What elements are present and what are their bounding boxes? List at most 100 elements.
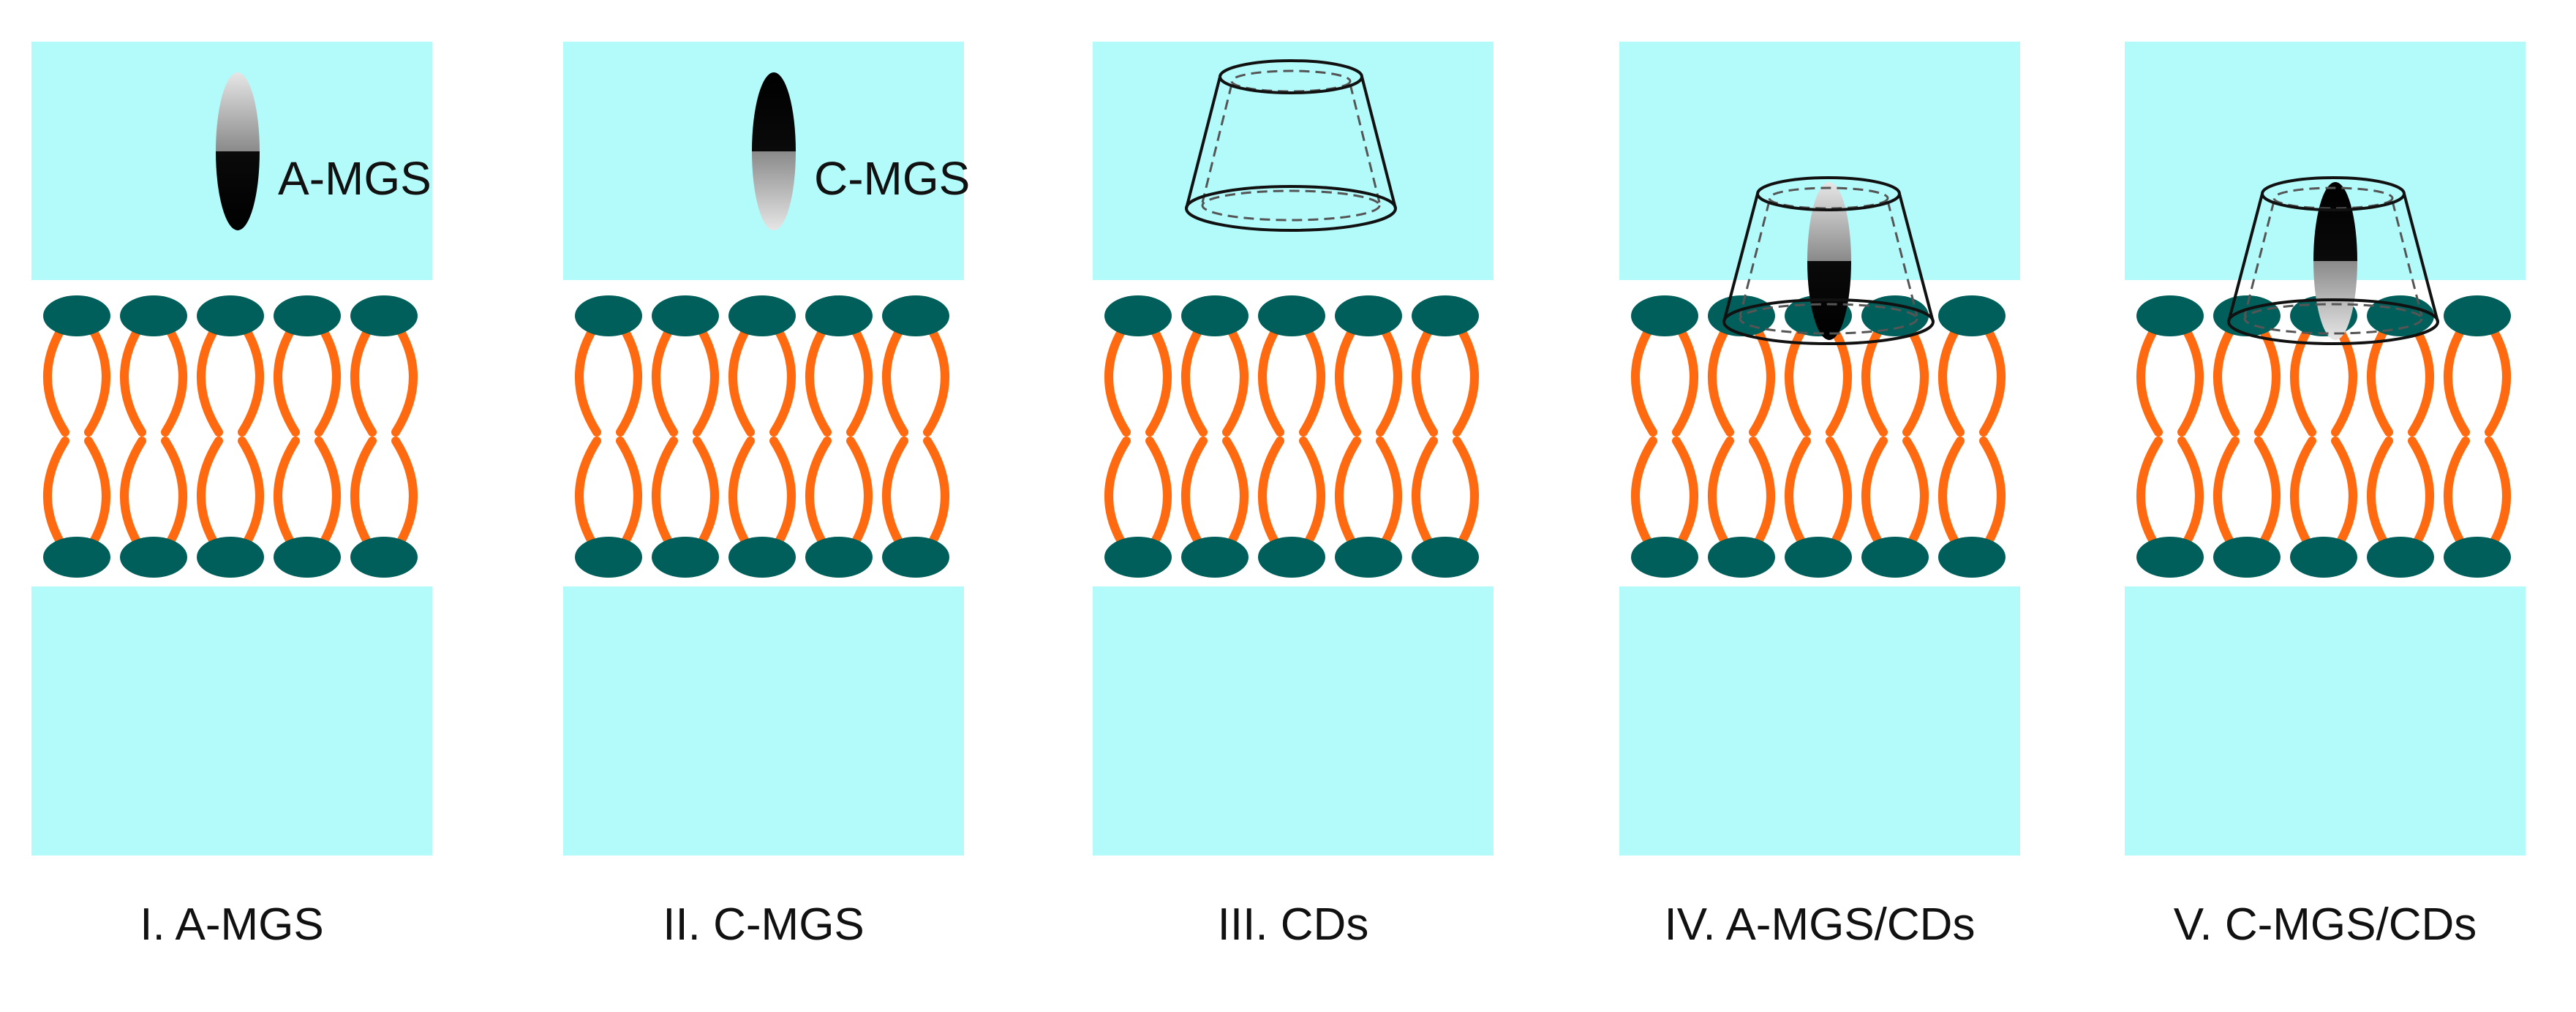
lipid-tail-lower [2408, 437, 2434, 554]
molecule-c-mgs [752, 72, 796, 230]
lipid-head-lower [575, 537, 642, 578]
cd-inner-wall-left [1201, 83, 1233, 203]
lipid-tail-lower [1453, 437, 1479, 554]
lipid-tail-upper [2408, 319, 2434, 437]
lipid-tail-upper [2290, 319, 2316, 437]
water-bottom [31, 586, 432, 856]
lipid-tail-upper [769, 319, 796, 437]
lipid-head-lower [1631, 537, 1698, 578]
lipid-head-upper [120, 295, 187, 336]
lipid-tail-upper [2367, 319, 2393, 437]
cd-wall-left [1185, 76, 1221, 209]
lipid-head-lower [2444, 537, 2511, 578]
lipid-head-upper [1258, 295, 1325, 336]
lipid-tail-lower [2177, 437, 2204, 554]
lipid-tail-lower [923, 437, 949, 554]
lipid-tail-lower [1412, 437, 1438, 554]
lipid-tail-upper [197, 319, 223, 437]
lipid-tail-lower [2367, 437, 2393, 554]
lipid-tail-upper [274, 319, 300, 437]
lipid-tail-lower [43, 437, 69, 554]
lipid-head-lower [1785, 537, 1852, 578]
lipid-tail-upper [1902, 319, 1929, 437]
lipid-tail-upper [1979, 319, 2006, 437]
lipid-tails [575, 319, 949, 554]
panel-caption: III. CDs [1218, 899, 1369, 950]
lipid-tail-upper [1938, 319, 1965, 437]
lipid-head-lower [1104, 537, 1172, 578]
lipid-tail-upper [882, 319, 908, 437]
lipid-tail-lower [846, 437, 873, 554]
lipid-tail-lower [197, 437, 223, 554]
lipid-head-upper [2136, 295, 2204, 336]
lipid-head-upper [43, 295, 110, 336]
lipid-head-lower [1708, 537, 1775, 578]
cyclodextrin [2227, 176, 2439, 345]
lipid-tail-upper [238, 319, 264, 437]
lipid-head-lower [1938, 537, 2006, 578]
lipid-tail-upper [1785, 319, 1811, 437]
panel-caption: I. A-MGS [140, 899, 323, 950]
amphiphile-body [1807, 182, 1851, 340]
lipid-tail-upper [120, 319, 146, 437]
lipid-bilayer [2136, 295, 2511, 578]
lipid-tail-upper [1299, 319, 1325, 437]
cd-inner-wall-left [2243, 200, 2275, 317]
lipid-tail-lower [1299, 437, 1325, 554]
lipid-tail-lower [575, 437, 601, 554]
lipid-tail-lower [2290, 437, 2316, 554]
lipid-tail-upper [1104, 319, 1131, 437]
lipid-bilayer [1104, 295, 1479, 578]
lipid-tail-upper [616, 319, 642, 437]
lipid-tail-lower [1335, 437, 1361, 554]
lipid-tail-lower [882, 437, 908, 554]
lipid-head-upper [575, 295, 642, 336]
lipid-tail-lower [1672, 437, 1698, 554]
lipid-tail-lower [2444, 437, 2470, 554]
water-bottom [563, 586, 964, 856]
panel-4: IV. A-MGS/CDs [1619, 42, 2020, 950]
water-top [1093, 42, 1494, 280]
cd-wall-left [2227, 193, 2264, 322]
lipid-bilayer [575, 295, 949, 578]
lipid-tail-lower [84, 437, 110, 554]
cd-inner-wall-right [1886, 200, 1918, 317]
lipid-head-upper [2367, 295, 2434, 336]
lipid-tail-upper [652, 319, 678, 437]
lipid-tail-lower [2331, 437, 2357, 554]
lipid-head-lower [274, 537, 341, 578]
lipid-tails [1631, 319, 2006, 554]
lipid-head-lower [728, 537, 796, 578]
cd-inner-rim-bottom [1739, 303, 1918, 335]
lipid-tail-lower [274, 437, 300, 554]
lipid-head-lower [882, 537, 949, 578]
lipid-tails [2136, 319, 2511, 554]
lipid-tail-lower [120, 437, 146, 554]
lipid-head-upper [197, 295, 264, 336]
lipid-head-lower [350, 537, 418, 578]
lipid-head-upper [1938, 295, 2006, 336]
molecule-label: C-MGS [814, 152, 970, 205]
panel-3: III. CDs [1093, 42, 1494, 950]
amphiphile-body [752, 72, 796, 230]
lipid-head-lower [1335, 537, 1402, 578]
lipid-head-lower [197, 537, 264, 578]
lipid-tail-upper [1749, 319, 1775, 437]
lipid-head-upper [1412, 295, 1479, 336]
lipid-tail-upper [923, 319, 949, 437]
lipid-tail-lower [1104, 437, 1131, 554]
panel-5: V. C-MGS/CDs [2125, 42, 2526, 950]
cd-inner-wall-right [1349, 83, 1381, 203]
lipid-tail-upper [84, 319, 110, 437]
lipid-tail-lower [2254, 437, 2281, 554]
lipid-tail-upper [43, 319, 69, 437]
lipid-head-lower [1258, 537, 1325, 578]
lipid-tail-lower [350, 437, 377, 554]
lipid-tail-upper [1222, 319, 1249, 437]
panel-caption: V. C-MGS/CDs [2174, 899, 2477, 950]
molecule-a-mgs [216, 72, 260, 230]
cd-wall-right [2403, 193, 2439, 322]
panel-caption: IV. A-MGS/CDs [1665, 899, 1976, 950]
lipid-tail-upper [2444, 319, 2470, 437]
lipid-head-lower [2136, 537, 2204, 578]
